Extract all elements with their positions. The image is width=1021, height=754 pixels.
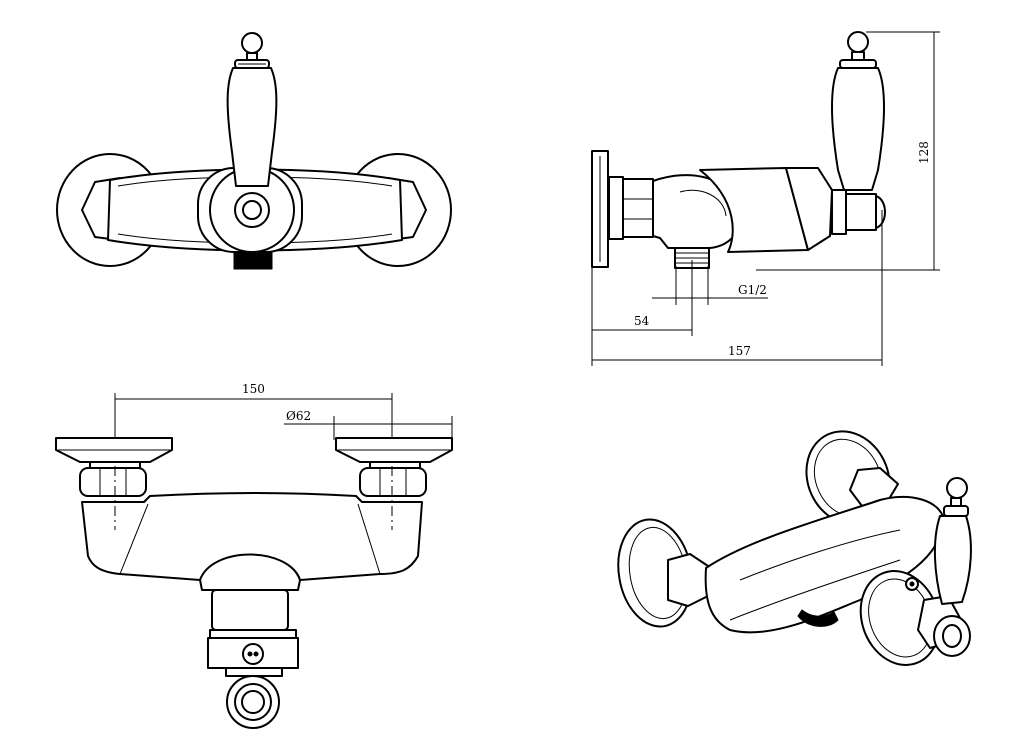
dim-depth-inlet: 54 [634, 314, 650, 328]
perspective-view [617, 430, 972, 666]
dim-centers: 150 [242, 382, 265, 396]
dim-depth-total: 157 [728, 344, 751, 358]
dim-thread: G1/2 [738, 283, 767, 297]
dim-flange-diameter: Ø62 [286, 409, 311, 423]
top-view [56, 32, 452, 270]
dim-height: 128 [917, 141, 931, 164]
front-view: 150 Ø62 [55, 382, 453, 729]
side-view: 128 G1/2 54 157 [591, 31, 940, 366]
